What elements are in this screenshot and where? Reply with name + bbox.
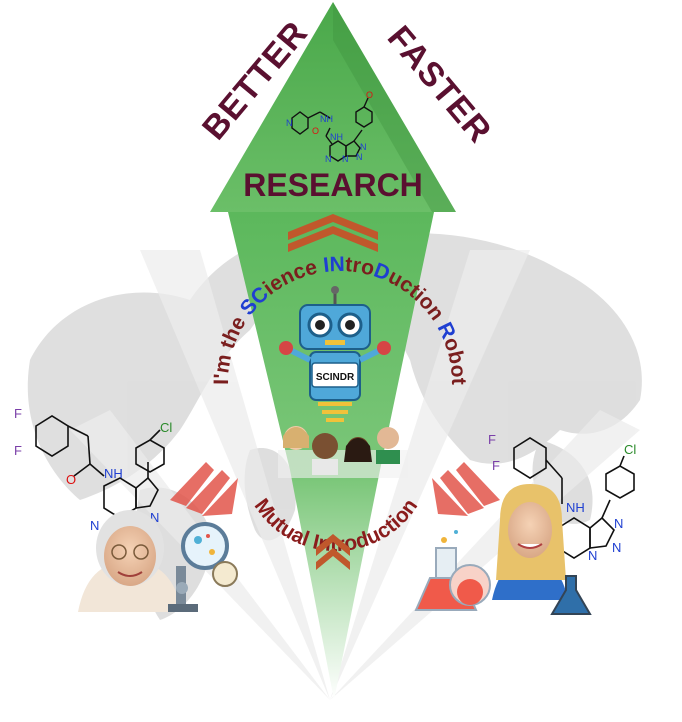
left-molecule bbox=[35, 415, 165, 519]
left-mol-n1: N bbox=[90, 518, 99, 533]
chevron-up-bottom bbox=[316, 534, 350, 570]
robot-arc-part-4: tro bbox=[344, 253, 376, 280]
research-label: RESEARCH bbox=[243, 167, 423, 203]
left-mol-o: O bbox=[66, 472, 76, 487]
robot: SCINDR bbox=[279, 286, 391, 422]
left-mol-nh: NH bbox=[104, 466, 123, 481]
right-mol-cl: Cl bbox=[624, 442, 636, 457]
robot-badge: SCINDR bbox=[316, 372, 355, 383]
top-mol-n2: N bbox=[325, 154, 332, 164]
right-side-arrows bbox=[432, 462, 500, 516]
right-mol-n3: N bbox=[612, 540, 621, 555]
top-mol-n3: N bbox=[342, 154, 349, 164]
left-mol-f2: F bbox=[14, 443, 22, 458]
chevron-up-top bbox=[288, 214, 378, 252]
right-mol-n2: N bbox=[588, 548, 597, 563]
top-molecule bbox=[291, 97, 373, 162]
right-mol-nh: NH bbox=[566, 500, 585, 515]
top-mol-n: N bbox=[286, 118, 293, 128]
microscope-icon bbox=[168, 522, 238, 612]
scientist-right-portrait bbox=[492, 484, 568, 600]
top-mol-n4: N bbox=[356, 152, 363, 162]
robot-arc-part-3: IN bbox=[322, 253, 345, 277]
right-mol-f2: F bbox=[492, 458, 500, 473]
top-mol-o: O bbox=[312, 126, 319, 136]
flasks-icon bbox=[414, 530, 592, 615]
right-molecule bbox=[513, 437, 635, 559]
top-molecule-labels: N NH O NH N N N N O bbox=[286, 90, 373, 164]
left-side-arrows bbox=[170, 462, 238, 516]
scientist-left-portrait bbox=[78, 510, 182, 612]
right-mol-n4: N bbox=[614, 516, 623, 531]
people-group bbox=[278, 426, 408, 478]
top-mol-ome: O bbox=[366, 90, 373, 100]
left-mol-n3: N bbox=[150, 510, 159, 525]
left-mol-cl: Cl bbox=[160, 420, 172, 435]
left-mol-f1: F bbox=[14, 406, 22, 421]
top-mol-nh1: NH bbox=[320, 114, 333, 124]
top-mol-nh2: NH bbox=[330, 132, 343, 142]
right-mol-f1: F bbox=[488, 432, 496, 447]
top-mol-n5: N bbox=[360, 142, 367, 152]
